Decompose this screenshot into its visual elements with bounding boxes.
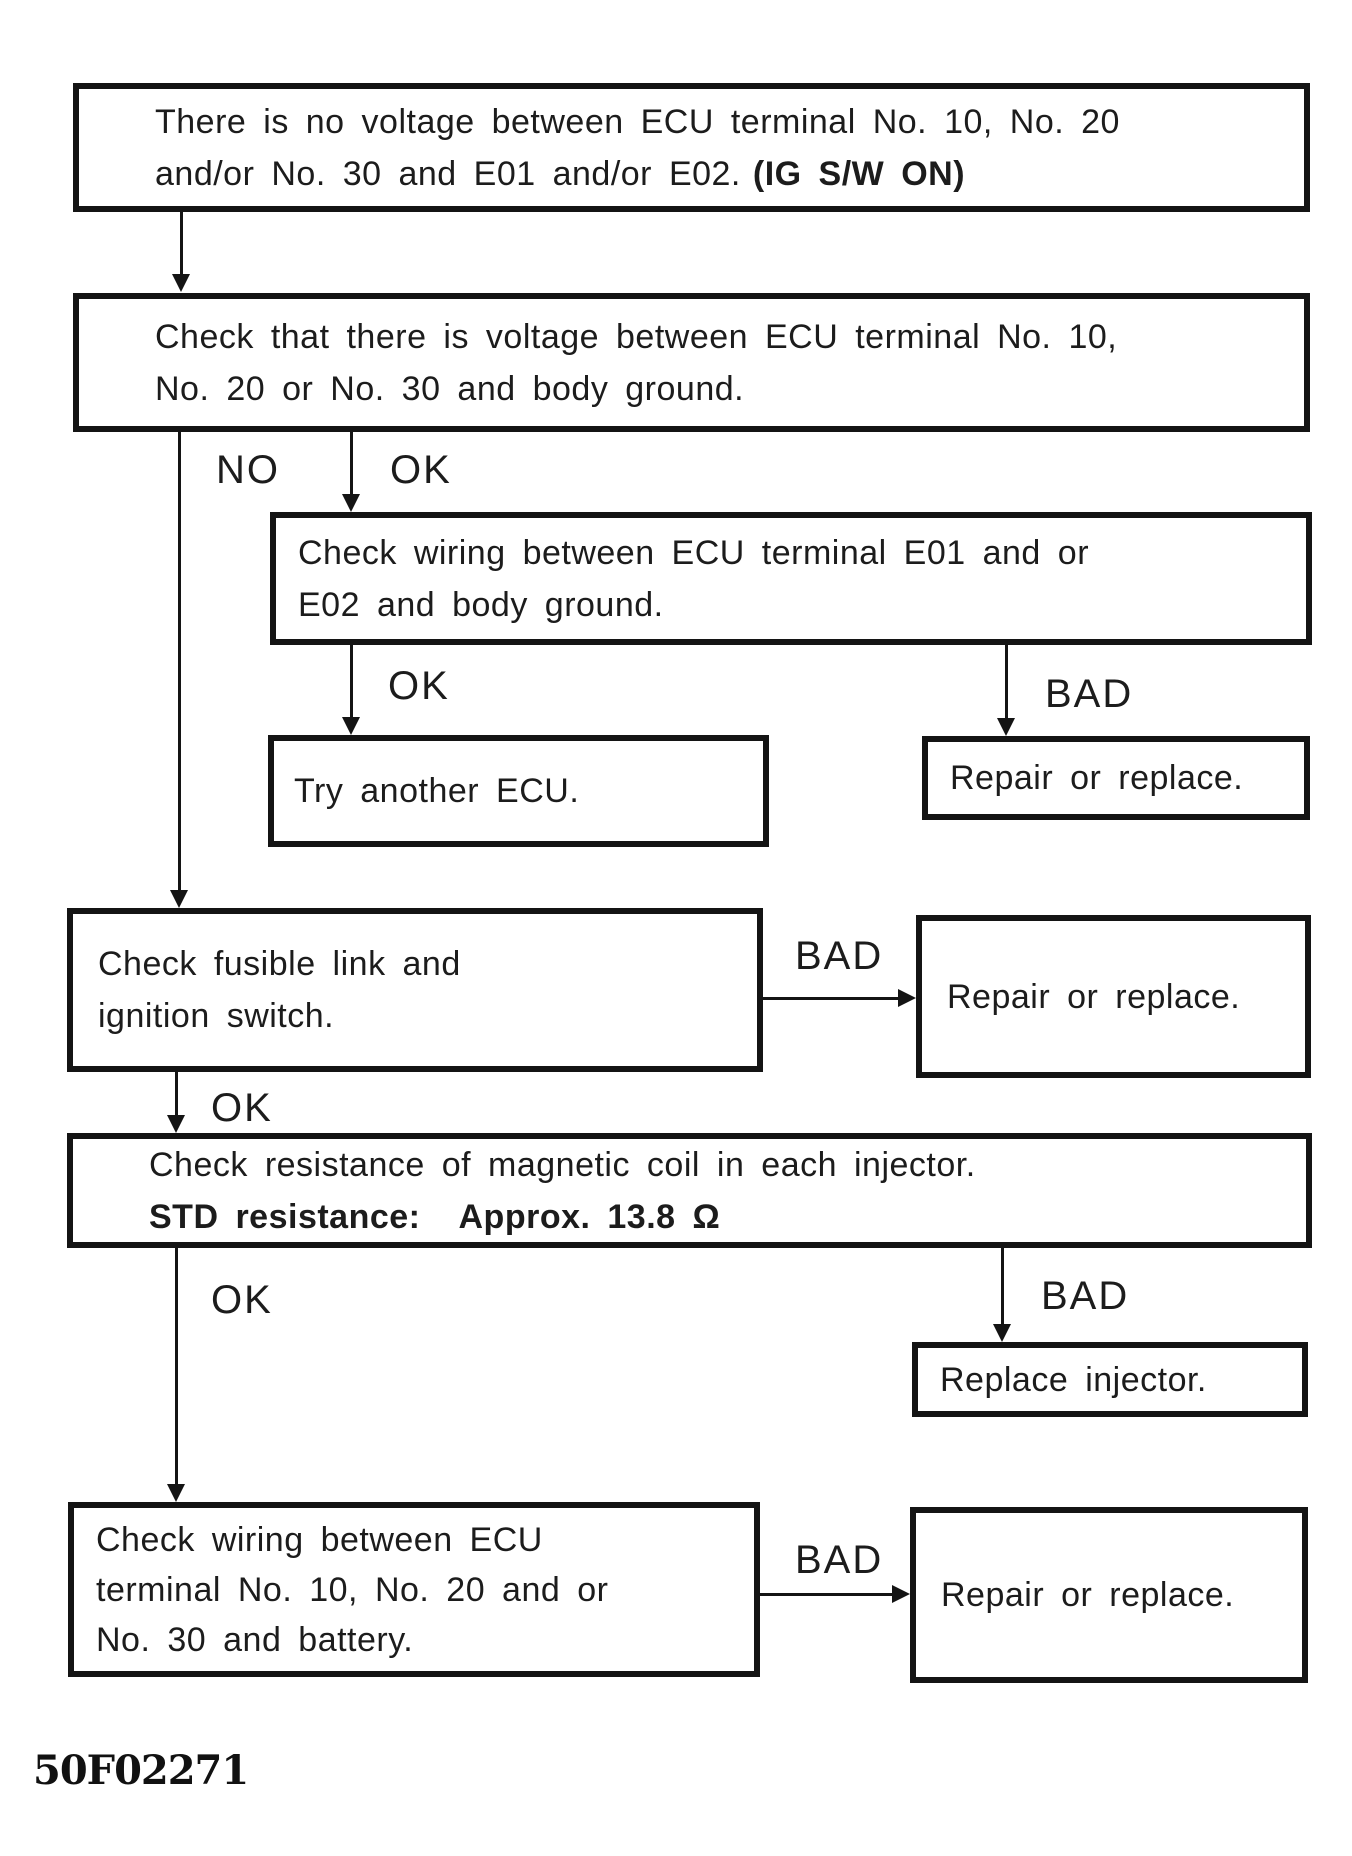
flow-box-text: and/or No. 30 and E01 and/or E02. (155, 154, 741, 193)
flow-box-check-injector-resistance: Check resistance of magnetic coil in eac… (67, 1133, 1312, 1248)
branch-label-no: NO (216, 448, 280, 492)
connector-no-branch-line (178, 432, 181, 892)
flow-box-text-line: Check wiring between ECU (96, 1520, 543, 1559)
connector-ok-b-c-line (350, 432, 353, 496)
flow-box-repair-or-replace-1: Repair or replace. (922, 736, 1310, 820)
connector-ok-e-f-arrowhead (167, 1484, 185, 1502)
branch-label-ok: OK (390, 448, 452, 492)
flow-box-check-wiring-battery: Check wiring between ECU terminal No. 10… (68, 1502, 760, 1677)
connector-bad-c-repair-line (1005, 645, 1008, 720)
flow-box-text-line: Repair or replace. (950, 759, 1244, 797)
connector-ok-c-try-arrowhead (342, 717, 360, 735)
connector-bad-e-replace-arrowhead (993, 1324, 1011, 1342)
branch-label-bad: BAD (795, 1538, 884, 1582)
connector-bad-f-repair-line (760, 1593, 894, 1596)
flow-box-check-wiring-e01-e02: Check wiring between ECU terminal E01 an… (270, 512, 1312, 645)
branch-label-bad: BAD (795, 934, 884, 978)
flow-box-text-line: No. 30 and battery. (96, 1620, 414, 1659)
std-resistance-value: Approx. 13.8 Ω (458, 1197, 721, 1236)
flow-box-text-line: Check wiring between ECU terminal E01 an… (298, 533, 1090, 572)
flow-box-no-voltage: There is no voltage between ECU terminal… (73, 83, 1310, 212)
flow-box-text-line: STD resistance: Approx. 13.8 Ω (149, 1191, 1306, 1243)
branch-label-ok: OK (211, 1278, 273, 1322)
flow-box-check-fusible-link: Check fusible link and ignition switch. (67, 908, 763, 1072)
figure-code: 50F02271 (33, 1747, 249, 1794)
branch-label-ok: OK (388, 664, 450, 708)
flow-box-check-voltage-body-ground: Check that there is voltage between ECU … (73, 293, 1310, 432)
flow-box-text-line: Check fusible link and (98, 945, 461, 983)
flow-box-text-line: terminal No. 10, No. 20 and or (96, 1570, 609, 1609)
branch-label-bad: BAD (1045, 672, 1134, 716)
flow-box-try-another-ecu: Try another ECU. (268, 735, 769, 847)
connector-ok-e-f-line (175, 1248, 178, 1486)
connector-bad-d-repair-line (763, 997, 900, 1000)
std-resistance-label: STD resistance: (149, 1197, 421, 1236)
flow-box-text-line: Check resistance of magnetic coil in eac… (149, 1145, 976, 1184)
branch-label-bad: BAD (1041, 1274, 1130, 1318)
flow-box-repair-or-replace-3: Repair or replace. (910, 1507, 1308, 1683)
flow-box-text-line: Try another ECU. (294, 772, 580, 810)
connector-ok-d-e-line (175, 1072, 178, 1117)
connector-bad-e-replace-line (1001, 1248, 1004, 1326)
flow-box-text-line: ignition switch. (98, 997, 335, 1035)
flow-box-text-line: Repair or replace. (947, 977, 1241, 1016)
connector-bad-f-repair-arrowhead (892, 1585, 910, 1603)
flow-box-text-line: and/or No. 30 and E01 and/or E02. (IG S/W… (155, 148, 1304, 200)
flow-box-replace-injector: Replace injector. (912, 1342, 1308, 1417)
connector-bad-d-repair-arrowhead (898, 989, 916, 1007)
connector-no-branch-arrowhead (170, 890, 188, 908)
branch-label-ok: OK (211, 1086, 273, 1130)
flow-box-text-line: E02 and body ground. (298, 585, 664, 624)
ig-switch-note: (IG S/W ON) (752, 154, 966, 193)
connector-a-b-arrowhead (172, 274, 190, 292)
connector-ok-c-try-line (350, 645, 353, 719)
flow-box-text-line: There is no voltage between ECU terminal… (155, 102, 1120, 141)
connector-ok-d-e-arrowhead (167, 1115, 185, 1133)
flow-box-text-line: Replace injector. (940, 1360, 1207, 1399)
connector-a-b-line (180, 212, 183, 274)
flow-box-repair-or-replace-2: Repair or replace. (916, 915, 1311, 1078)
flow-box-text-line: No. 20 or No. 30 and body ground. (155, 369, 745, 408)
connector-ok-b-c-arrowhead (342, 494, 360, 512)
connector-bad-c-repair-arrowhead (997, 718, 1015, 736)
flow-box-text-line: Repair or replace. (941, 1576, 1235, 1614)
flow-box-text-line: Check that there is voltage between ECU … (155, 317, 1118, 356)
